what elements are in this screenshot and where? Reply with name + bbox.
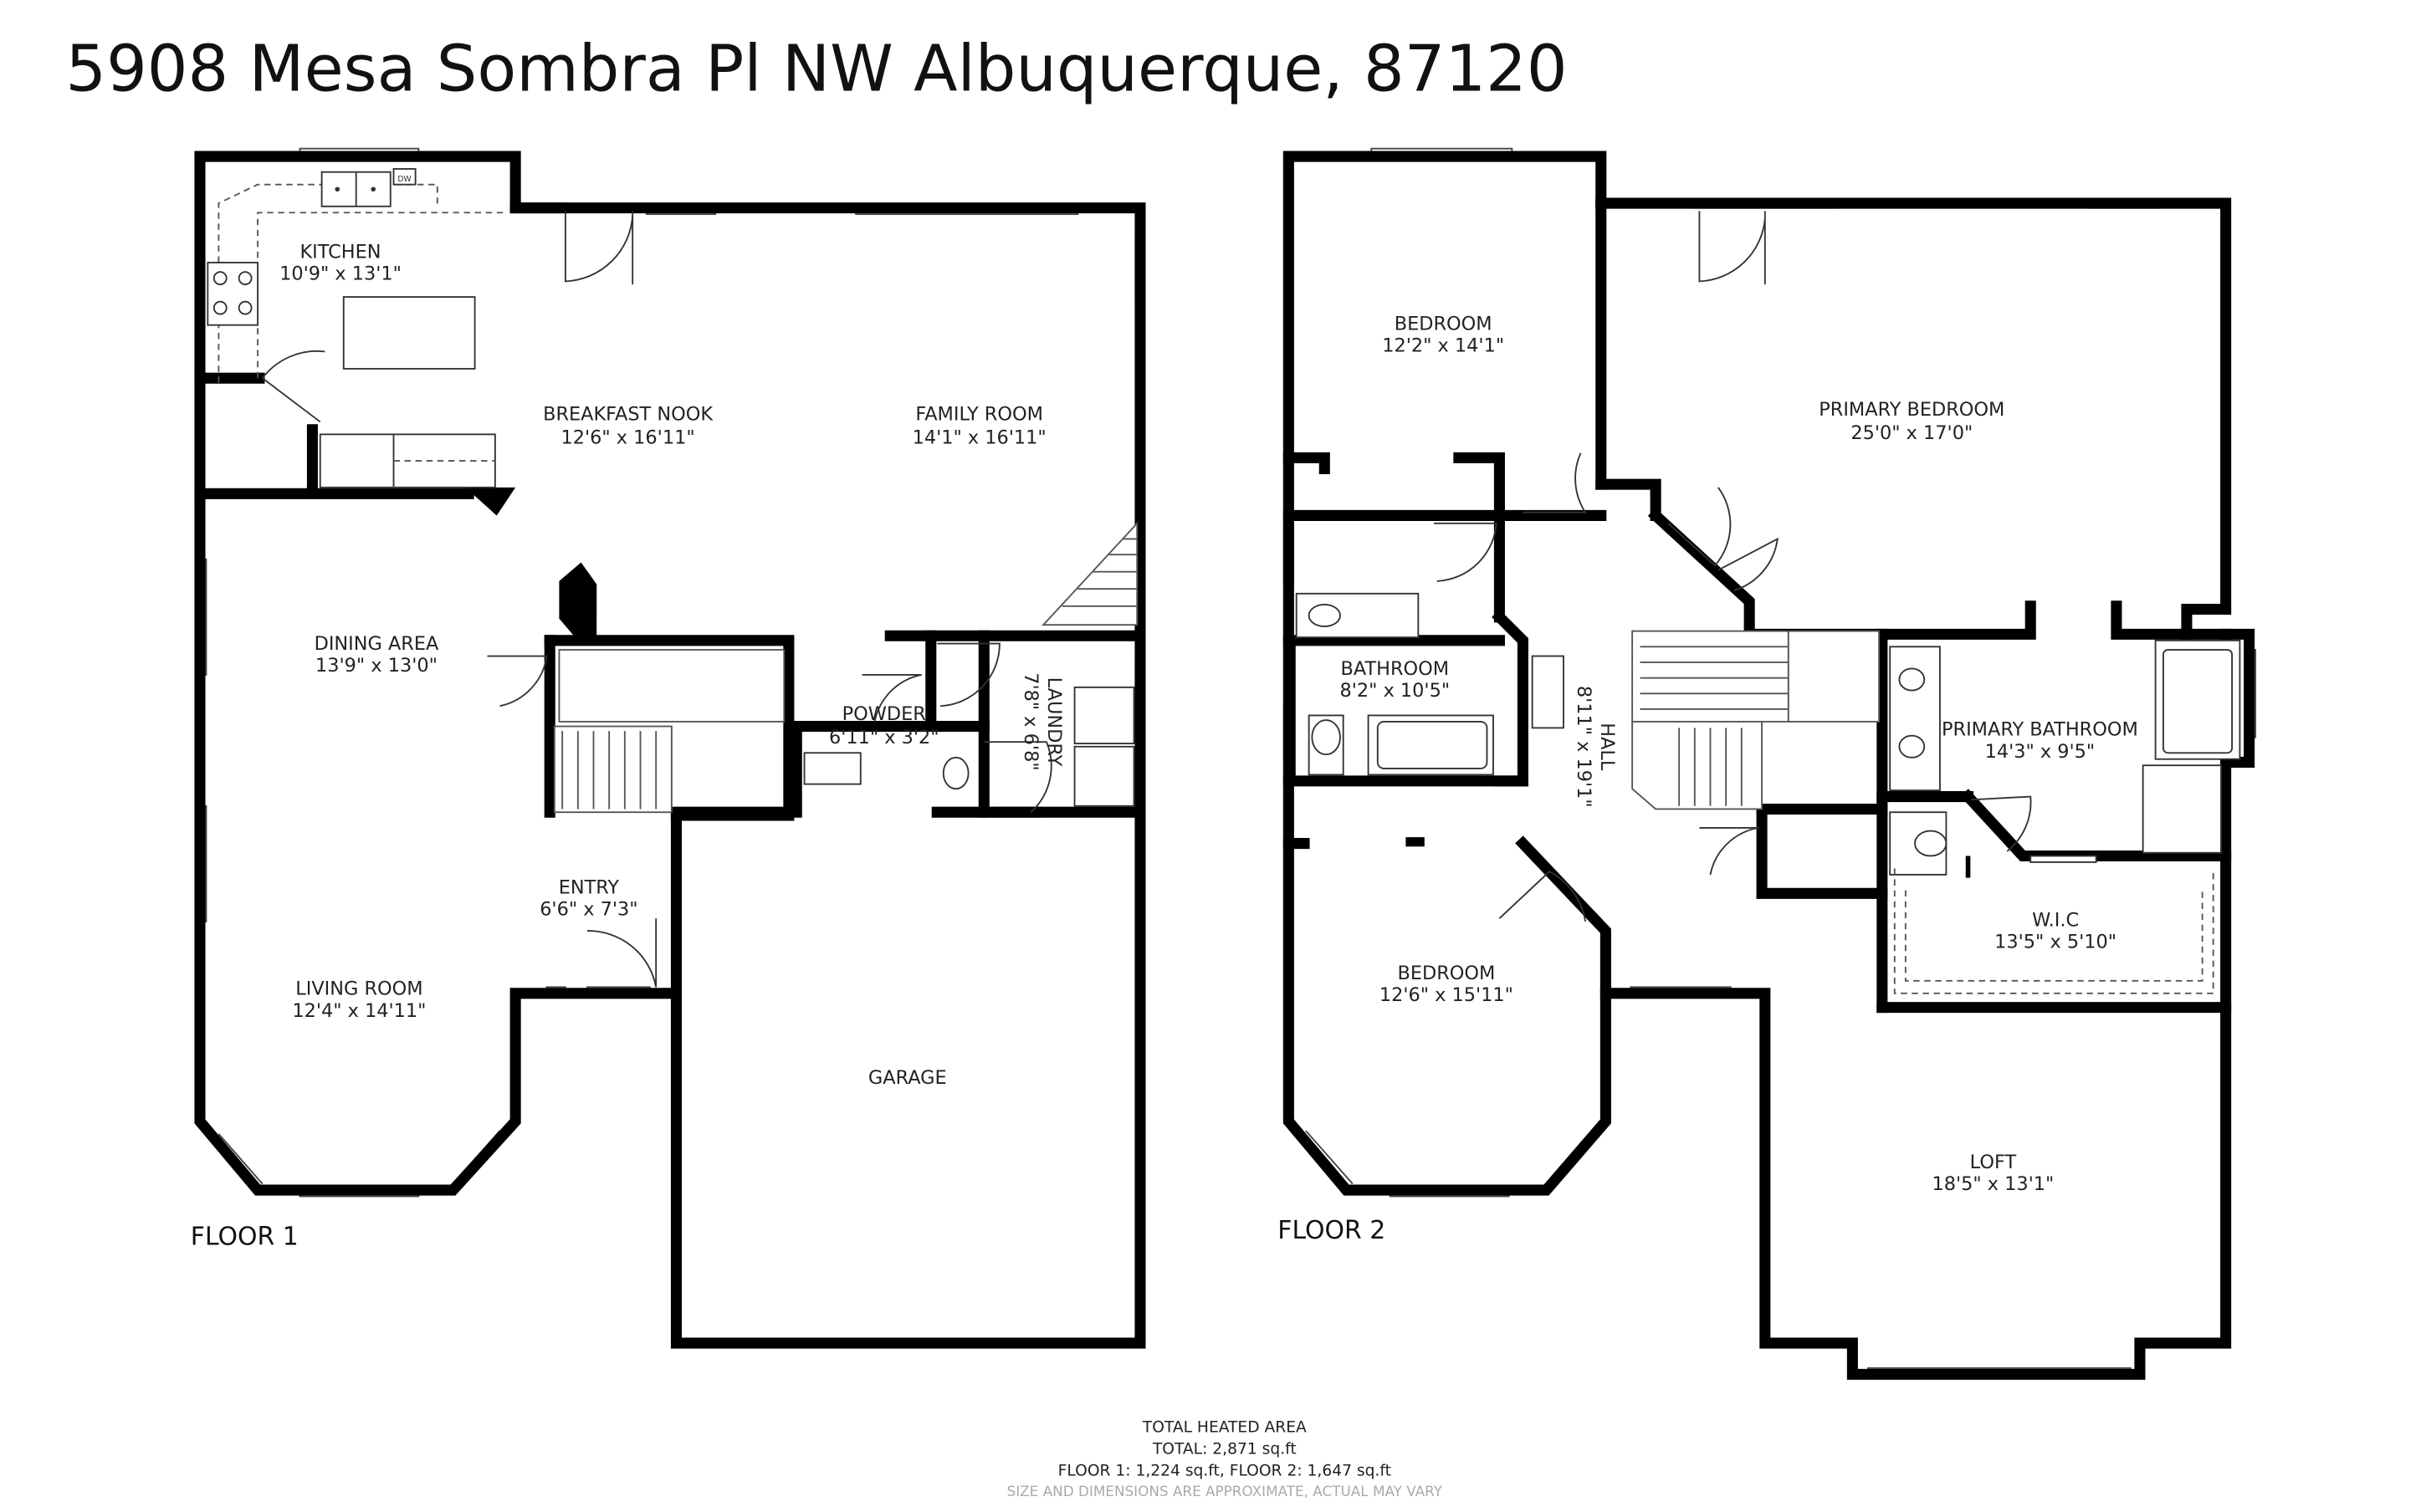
- svg-text:8'2" x 10'5": 8'2" x 10'5": [1340, 680, 1451, 702]
- svg-text:PRIMARY BEDROOM: PRIMARY BEDROOM: [1819, 399, 2004, 421]
- svg-text:6'11" x 3'2": 6'11" x 3'2": [829, 727, 939, 748]
- room-kitchen: KITCHEN 10'9" x 13'1": [279, 241, 402, 284]
- floor-2: BEDROOM 12'2" x 14'1" PRIMARY BEDROOM 25…: [1277, 147, 2257, 1380]
- floor-1: DW: [191, 147, 1146, 1349]
- svg-text:14'3" x 9'5": 14'3" x 9'5": [1985, 741, 2096, 763]
- room-bedroom-upper: BEDROOM 12'2" x 14'1": [1382, 313, 1504, 356]
- room-wic: W.I.C 13'5" x 5'10": [1994, 910, 2116, 953]
- floor2-fixtures: [1295, 592, 2241, 994]
- svg-text:GARAGE: GARAGE: [868, 1067, 947, 1089]
- floor1-stairs: [553, 521, 1139, 814]
- svg-text:BEDROOM: BEDROOM: [1397, 963, 1495, 984]
- svg-text:LAUNDRY: LAUNDRY: [1043, 677, 1065, 767]
- svg-text:10'9" x 13'1": 10'9" x 13'1": [279, 263, 402, 285]
- svg-text:ENTRY: ENTRY: [559, 876, 620, 898]
- svg-text:14'1" x 16'11": 14'1" x 16'11": [913, 427, 1047, 449]
- room-primary-bedroom: PRIMARY BEDROOM 25'0" x 17'0": [1819, 399, 2004, 444]
- svg-text:25'0" x 17'0": 25'0" x 17'0": [1850, 422, 1973, 444]
- toilet-icon: [803, 752, 862, 785]
- svg-text:LOFT: LOFT: [1970, 1152, 2017, 1173]
- stove-icon: [207, 262, 259, 326]
- room-primary-bathroom: PRIMARY BATHROOM 14'3" x 9'5": [1942, 719, 2138, 763]
- sink-icon: [1308, 603, 1341, 627]
- disclaimer: SIZE AND DIMENSIONS ARE APPROXIMATE, ACT…: [1007, 1483, 1443, 1499]
- floor1-fixtures: DW: [207, 168, 1139, 814]
- svg-text:12'6" x 16'11": 12'6" x 16'11": [561, 427, 695, 449]
- svg-text:8'11" x 19'1": 8'11" x 19'1": [1573, 686, 1594, 808]
- svg-text:12'2" x 14'1": 12'2" x 14'1": [1382, 335, 1504, 356]
- room-bedroom-lower: BEDROOM 12'6" x 15'11": [1379, 963, 1513, 1006]
- svg-text:FAMILY ROOM: FAMILY ROOM: [915, 404, 1042, 426]
- svg-text:6'6" x 7'3": 6'6" x 7'3": [540, 898, 637, 920]
- svg-text:HALL: HALL: [1596, 723, 1618, 771]
- sink-icon: [1898, 734, 1926, 759]
- svg-text:12'4" x 14'11": 12'4" x 14'11": [292, 1000, 426, 1022]
- floor-2-label: FLOOR 2: [1277, 1216, 1385, 1245]
- room-dining-area: DINING AREA 13'9" x 13'0": [315, 633, 439, 677]
- svg-text:BEDROOM: BEDROOM: [1395, 313, 1492, 335]
- room-hall: HALL 8'11" x 19'1": [1573, 686, 1618, 808]
- room-family-room: FAMILY ROOM 14'1" x 16'11": [913, 404, 1047, 449]
- room-breakfast-nook: BREAKFAST NOOK 12'6" x 16'11": [543, 404, 714, 449]
- svg-text:13'5" x 5'10": 13'5" x 5'10": [1994, 932, 2116, 953]
- svg-text:KITCHEN: KITCHEN: [300, 241, 381, 263]
- room-entry: ENTRY 6'6" x 7'3": [540, 876, 637, 920]
- sink-icon: [1898, 667, 1926, 692]
- svg-text:W.I.C: W.I.C: [2032, 910, 2079, 932]
- room-bathroom: BATHROOM 8'2" x 10'5": [1340, 658, 1451, 702]
- dishwasher-icon: [392, 168, 417, 186]
- svg-text:BATHROOM: BATHROOM: [1341, 658, 1450, 680]
- floor2-doors: [1433, 211, 2032, 922]
- svg-text:18'5" x 13'1": 18'5" x 13'1": [1932, 1173, 2054, 1195]
- room-powder: POWDER 6'11" x 3'2": [829, 703, 939, 748]
- floor1-doors: [261, 211, 1052, 988]
- sink-icon: [942, 756, 970, 790]
- svg-text:DINING AREA: DINING AREA: [315, 633, 439, 655]
- svg-text:7'8" x 6'8": 7'8" x 6'8": [1020, 672, 1042, 770]
- svg-text:BREAKFAST NOOK: BREAKFAST NOOK: [543, 404, 714, 426]
- svg-text:13'9" x 13'0": 13'9" x 13'0": [315, 655, 438, 677]
- svg-text:12'6" x 15'11": 12'6" x 15'11": [1379, 984, 1513, 1006]
- svg-text:DW: DW: [397, 175, 411, 184]
- page-title: 5908 Mesa Sombra Pl NW Albuquerque, 8712…: [65, 33, 1567, 107]
- floor2-stairs: [1631, 630, 1881, 810]
- svg-text:PRIMARY BATHROOM: PRIMARY BATHROOM: [1942, 719, 2138, 741]
- room-laundry: LAUNDRY 7'8" x 6'8": [1020, 672, 1065, 770]
- room-living-room: LIVING ROOM 12'4" x 14'11": [292, 978, 426, 1022]
- room-garage: GARAGE: [868, 1067, 947, 1089]
- svg-text:LIVING ROOM: LIVING ROOM: [295, 978, 422, 1000]
- floor-1-label: FLOOR 1: [191, 1222, 299, 1251]
- svg-text:POWDER: POWDER: [842, 703, 926, 725]
- area-summary: TOTAL HEATED AREA TOTAL: 2,871 sq.ft FLO…: [1007, 1418, 1443, 1499]
- area-by-floor: FLOOR 1: 1,224 sq.ft, FLOOR 2: 1,647 sq.…: [1058, 1463, 1391, 1480]
- kitchen-island: [342, 296, 476, 370]
- room-loft: LOFT 18'5" x 13'1": [1932, 1152, 2054, 1195]
- area-total: TOTAL: 2,871 sq.ft: [1152, 1441, 1297, 1458]
- floor1-walls: [194, 151, 1146, 1349]
- area-heading: TOTAL HEATED AREA: [1142, 1418, 1307, 1436]
